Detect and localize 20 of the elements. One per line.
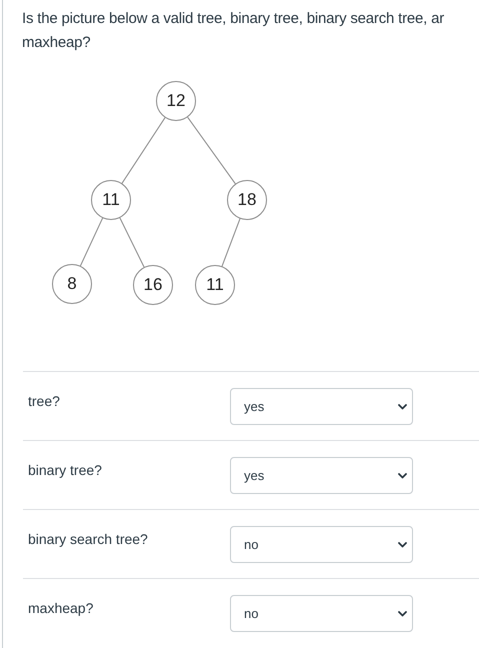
tree-node: 11: [91, 180, 131, 220]
connector-line: [122, 117, 166, 184]
dropdown-select: no: [230, 595, 413, 632]
tree-node: 11: [195, 265, 235, 305]
connector-line: [80, 218, 104, 266]
connector-line: [222, 218, 240, 267]
connector-line: [187, 116, 236, 184]
tree-node: 8: [52, 264, 92, 304]
tree-node: 12: [156, 81, 196, 121]
dropdown-select: yes: [230, 457, 413, 494]
question-label: maxheap?: [28, 599, 94, 617]
tree-node: 18: [227, 180, 267, 220]
dropdown-select: no: [230, 526, 413, 563]
question-label: binary search tree?: [28, 530, 148, 548]
question-text: Is the picture below a valid tree, binary tree, binary search tree, ar maxheap?: [22, 9, 446, 53]
tree-node: 16: [133, 265, 173, 305]
dropdown-select: yes: [230, 388, 413, 425]
question-label: binary tree?: [28, 461, 102, 479]
question-label: tree?: [28, 392, 60, 410]
connector-line: [119, 217, 145, 268]
